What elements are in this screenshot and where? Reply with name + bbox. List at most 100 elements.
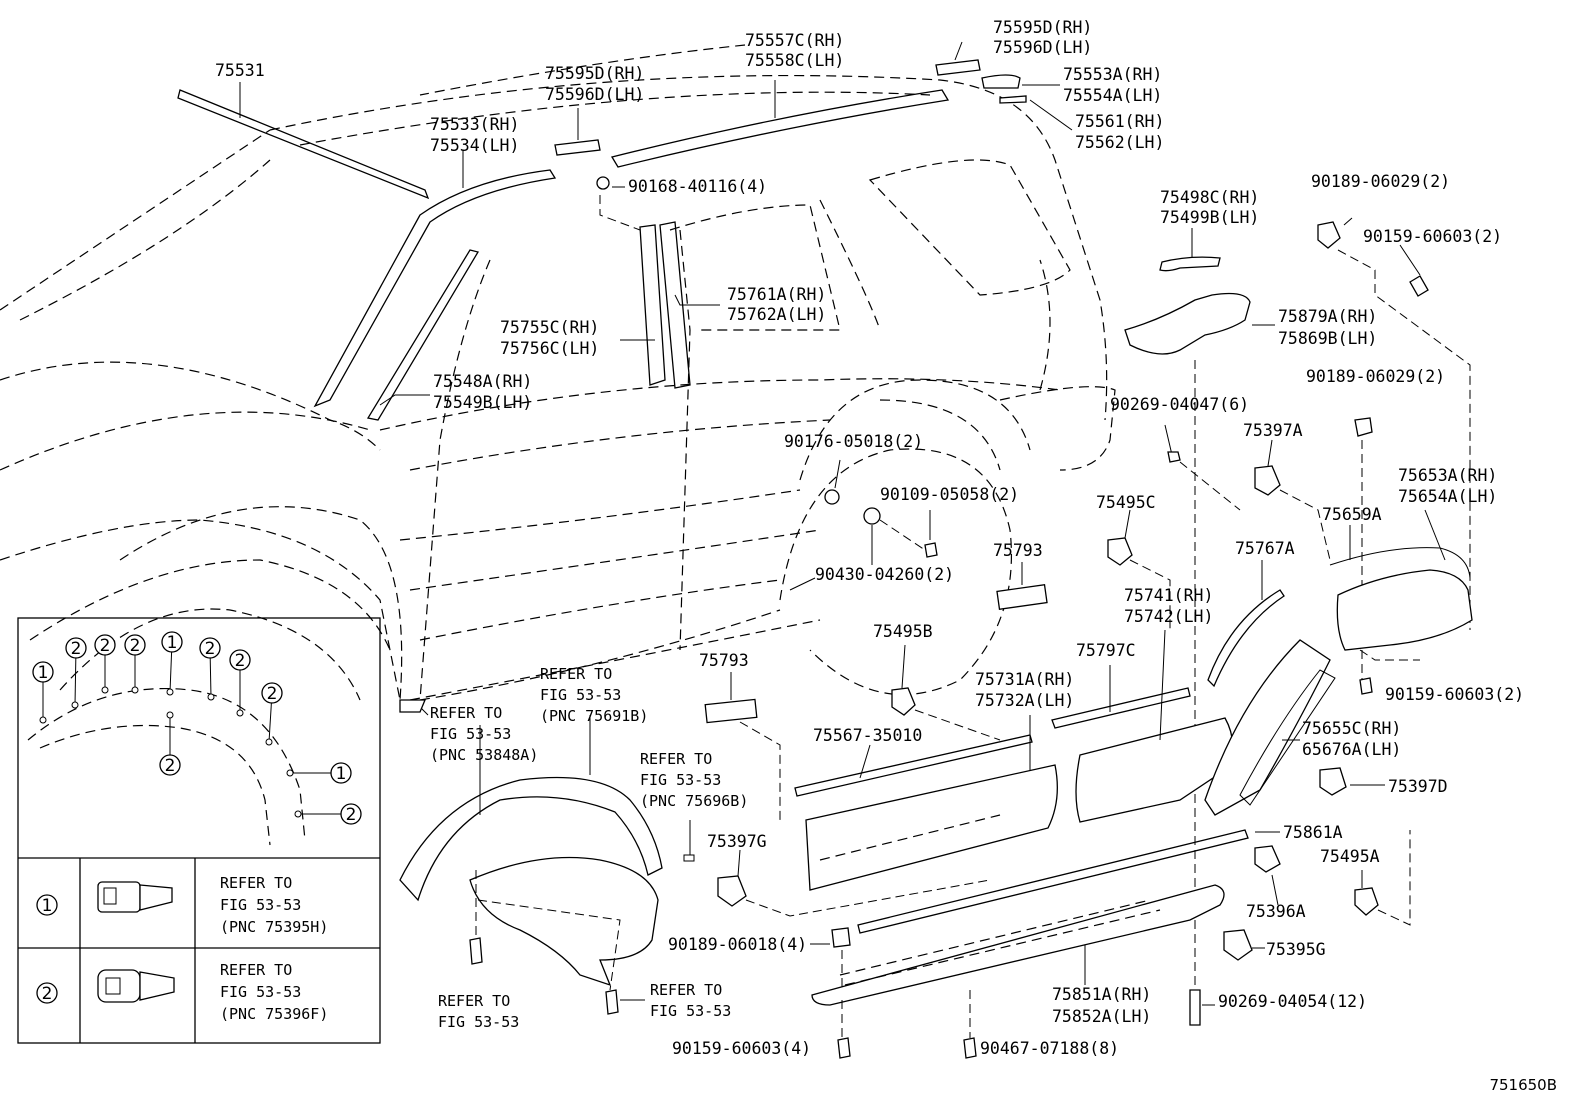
inset-marker-circle	[229, 649, 251, 671]
inset-marker-text: 1	[167, 633, 178, 653]
label-75495b: 75495B	[873, 622, 933, 641]
label-90176: 90176-05018(2)	[784, 432, 923, 451]
inset-clip-point	[39, 716, 47, 724]
inset-marker-circle	[161, 631, 183, 653]
label-75762a: 75762A(LH)	[727, 305, 826, 324]
label-75793-b: 75793	[699, 651, 749, 670]
inset-clip-point	[236, 709, 244, 717]
screw-90159-b	[1359, 677, 1373, 695]
label-75659a: 75659A	[1322, 505, 1382, 524]
label-75561: 75561(RH)	[1075, 112, 1164, 131]
part-75498c	[1159, 256, 1221, 272]
inset-marker-circle	[94, 634, 116, 656]
inset-clip-point	[71, 701, 79, 709]
inset-marker-circle	[159, 754, 181, 776]
part-75553a	[981, 74, 1021, 89]
clip-75395g	[1223, 929, 1253, 961]
part-75655c	[1204, 639, 1331, 816]
label-75755c: 75755C(RH)	[500, 318, 599, 337]
clip-75396a	[1254, 845, 1281, 873]
clip-90189-c	[831, 927, 851, 948]
clip-icon-2	[97, 969, 175, 1003]
label-90430: 90430-04260(2)	[815, 565, 954, 584]
refer3-line3: (PNC 75696B)	[640, 792, 748, 810]
inset-clip-point	[294, 810, 302, 818]
part-75797c	[1051, 687, 1191, 729]
legend-marker-1-text: 1	[42, 896, 53, 916]
label-75653a: 75653A(RH)	[1398, 466, 1497, 485]
screw-front-a	[469, 937, 483, 965]
inset-clip-point	[166, 688, 174, 696]
label-90269-a: 90269-04047(6)	[1110, 395, 1249, 414]
part-75567	[794, 734, 1033, 797]
inset-clip-point	[166, 711, 174, 719]
refer5-line1: REFER TO	[650, 981, 722, 999]
part-75561	[999, 95, 1027, 104]
inset-marker-circle	[32, 661, 54, 683]
part-mudguard	[469, 856, 659, 987]
inset-clip-point	[286, 769, 294, 777]
figure-id: 751650B	[1489, 1076, 1557, 1094]
refer1-line3: (PNC 53848A)	[430, 746, 538, 764]
clip-75495b	[891, 687, 916, 716]
label-75531: 75531	[215, 61, 265, 80]
inset-clip-point	[207, 693, 215, 701]
inset-marker-text: 2	[100, 636, 111, 656]
legend-marker-2-text: 2	[42, 984, 53, 1004]
vehicle-body-outline	[0, 74, 1116, 701]
inset-marker-text: 2	[165, 756, 176, 776]
refer-notes: REFER TO FIG 53-53 (PNC 53848A) REFER TO…	[430, 665, 748, 1031]
legend-marker-2	[36, 982, 58, 1004]
label-75396a: 75396A	[1246, 902, 1306, 921]
label-75596d: 75596D(LH)	[545, 85, 644, 104]
label-90189-a: 90189-06029(2)	[1311, 172, 1450, 191]
label-75495c: 75495C	[1096, 493, 1156, 512]
refer1-line2: FIG 53-53	[430, 725, 511, 743]
legend-row1-line1: REFER TO	[220, 874, 292, 892]
refer3-line1: REFER TO	[640, 750, 712, 768]
screw-90176	[824, 489, 840, 505]
legend-row2-line3: (PNC 75396F)	[220, 1005, 328, 1023]
refer2-line2: FIG 53-53	[540, 686, 621, 704]
label-90109: 90109-05058(2)	[880, 485, 1019, 504]
label-75553a: 75553A(RH)	[1063, 65, 1162, 84]
part-75548a	[366, 249, 480, 421]
label-90168: 90168-40116(4)	[628, 177, 767, 196]
inset-marker-circle	[340, 803, 362, 825]
inset-marker-circle	[261, 682, 283, 704]
screw-90269-b	[1189, 989, 1201, 1026]
washer-90430	[863, 507, 881, 525]
inset-marker-text: 2	[267, 684, 278, 704]
inset-marker-text: 2	[235, 651, 246, 671]
inset-marker-text: 2	[346, 805, 357, 825]
part-75879a	[1124, 292, 1251, 355]
part-front-bumper-end	[399, 699, 426, 713]
screw-90159-c	[837, 1037, 851, 1059]
inset-flare-outline	[27, 687, 306, 841]
label-65676a: 65676A(LH)	[1302, 740, 1401, 759]
label-75767a: 75767A	[1235, 539, 1295, 558]
sticker-75793-a	[996, 584, 1048, 610]
label-75761a: 75761A(RH)	[727, 285, 826, 304]
clip-90109	[924, 542, 938, 558]
inset-marker-circle	[330, 762, 352, 784]
label-75797c: 75797C	[1076, 641, 1136, 660]
clip-90189-b	[1354, 417, 1373, 437]
front-flare-parts	[399, 699, 695, 1015]
legend-row2-line2: FIG 53-53	[220, 983, 301, 1001]
roof-parts	[177, 41, 1073, 421]
label-90189-b: 90189-06029(2)	[1306, 367, 1445, 386]
part-75767a	[1207, 589, 1285, 688]
label-75395g: 75395G	[1266, 940, 1326, 959]
part-75531	[177, 89, 430, 200]
screw-90467	[963, 1037, 977, 1059]
label-75851a: 75851A(RH)	[1052, 985, 1151, 1004]
clip-75495a	[1354, 887, 1379, 916]
part-75731a	[805, 764, 1058, 891]
label-75397a: 75397A	[1243, 421, 1303, 440]
label-90159-b: 90159-60603(2)	[1385, 685, 1524, 704]
clip-75397a	[1254, 465, 1281, 496]
label-75554a: 75554A(LH)	[1063, 86, 1162, 105]
label-75533: 75533(RH)	[430, 115, 519, 134]
